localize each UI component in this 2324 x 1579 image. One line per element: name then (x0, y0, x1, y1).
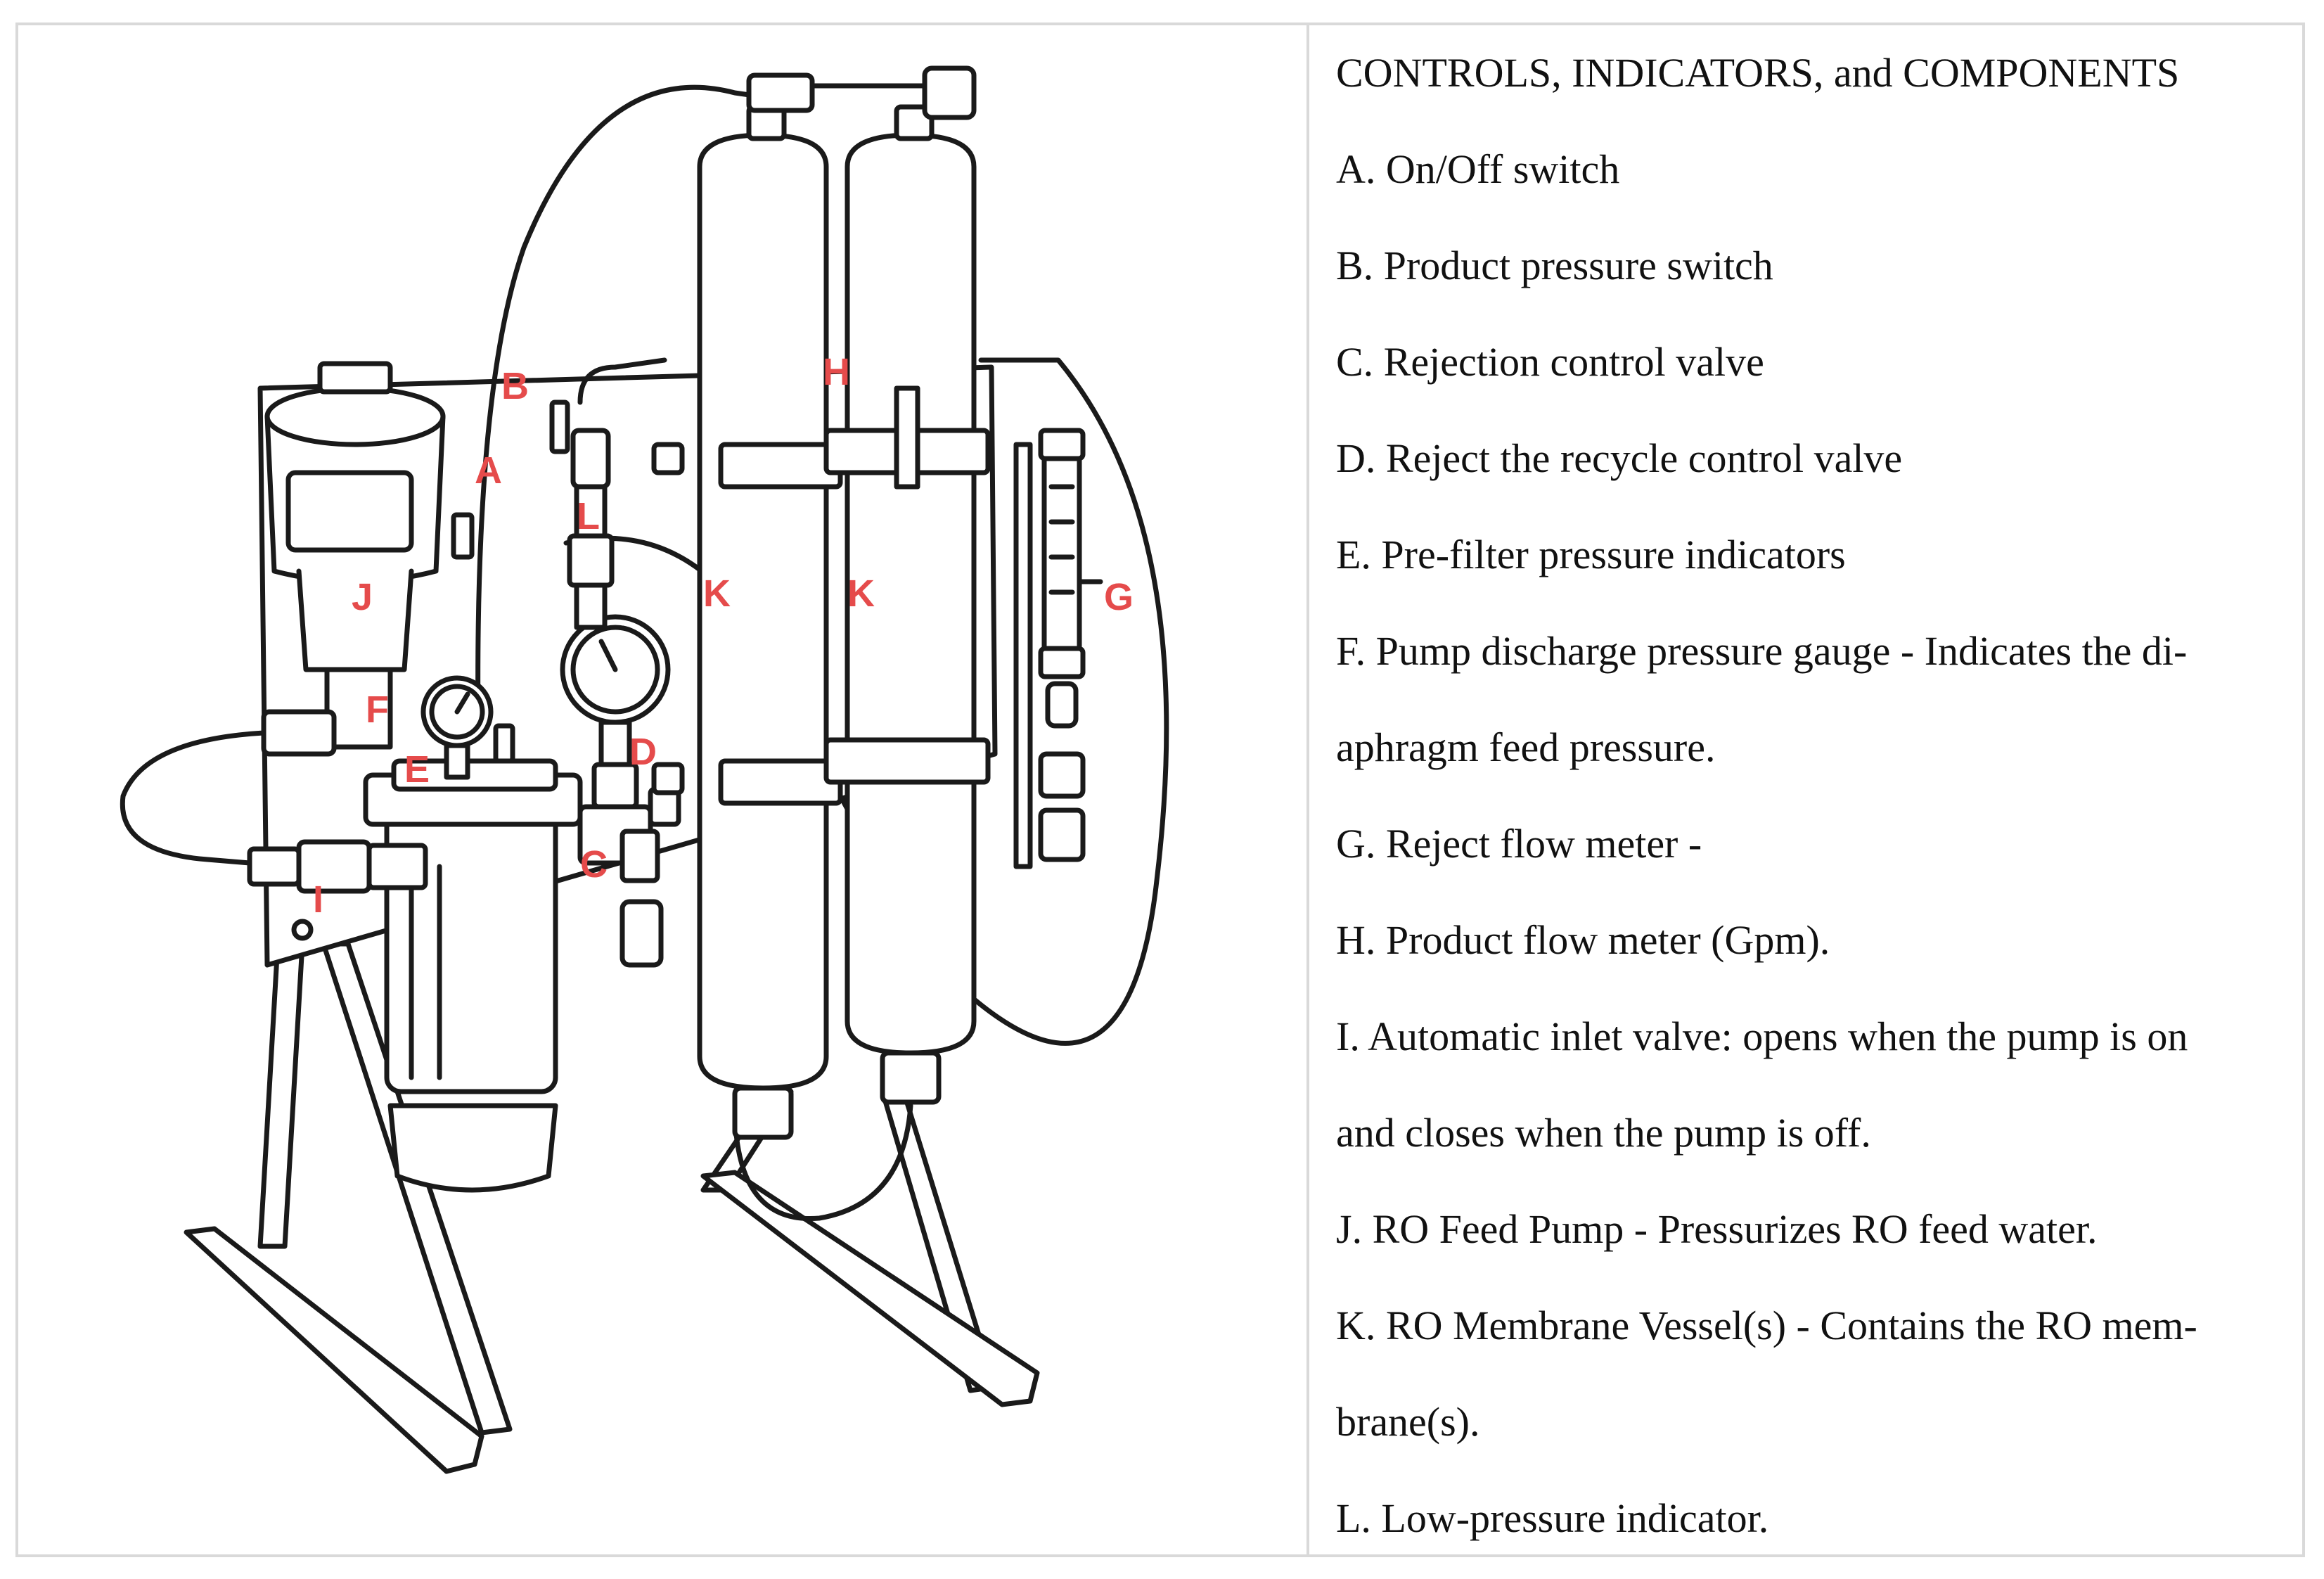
legend-heading: CONTROLS, INDICATORS, and COMPONENTS (1336, 50, 2180, 96)
label-c: C (580, 843, 608, 886)
legend-line: D. Reject the recycle control valve (1336, 435, 1903, 481)
legend-line: I. Automatic inlet valve: opens when the… (1336, 1014, 2188, 1059)
label-f: F (366, 689, 389, 731)
label-j: J (352, 576, 373, 618)
legend-line: A. On/Off switch (1336, 146, 1620, 192)
inlet-hose (120, 730, 267, 866)
legend-line: E. Pre-filter pressure indicators (1336, 532, 1846, 577)
product-hose (577, 357, 667, 405)
legend-line: brane(s). (1336, 1399, 1480, 1445)
top-fitting-left (746, 72, 815, 113)
label-d: D (629, 731, 657, 773)
membrane-vessel-1 (697, 104, 843, 1140)
label-k1: K (703, 573, 731, 615)
label-b: B (501, 365, 529, 407)
label-g: G (1104, 576, 1134, 618)
feed-hose-top (475, 84, 787, 725)
feed-pump (264, 361, 475, 750)
label-i: I (313, 878, 323, 921)
legend-line: G. Reject flow meter - (1336, 821, 1702, 867)
label-h: H (823, 351, 850, 393)
legend-line: and closes when the pump is off. (1336, 1110, 1871, 1156)
legend-line: C. Rejection control valve (1336, 339, 1764, 385)
reject-flow-meter (1013, 428, 1103, 869)
label-l: L (577, 495, 600, 537)
legend-line: L. Low-pressure indicator. (1336, 1495, 1769, 1541)
label-e: E (404, 748, 430, 791)
label-k2: K (847, 573, 875, 615)
membrane-vessel-2 (823, 104, 991, 1105)
legend-line: H. Product flow meter (Gpm). (1336, 917, 1830, 963)
system-pressure-gauge (560, 614, 671, 767)
pump-discharge-gauge (420, 675, 494, 780)
label-a: A (475, 449, 502, 492)
right-stand (700, 1089, 1040, 1407)
column-divider (1307, 23, 1309, 1557)
legend-line: K. RO Membrane Vessel(s) - Contains the … (1336, 1303, 2197, 1348)
prefilter-housing (363, 758, 583, 1193)
return-hose (732, 1103, 913, 1222)
valve-column (493, 399, 681, 968)
legend-line: aphragm feed pressure. (1336, 724, 1716, 770)
ro-system-illustration: B H A L K K G J F D E C I (120, 65, 1169, 1474)
figure-frame (15, 23, 2305, 1557)
legend-line: J. RO Feed Pump - Pressurizes RO feed wa… (1336, 1206, 2098, 1252)
legend-line: B. Product pressure switch (1336, 243, 1773, 288)
legend-line: F. Pump discharge pressure gauge - Indic… (1336, 628, 2188, 674)
ro-system-diagram: B H A L K K G J F D E C I (116, 37, 1199, 1549)
